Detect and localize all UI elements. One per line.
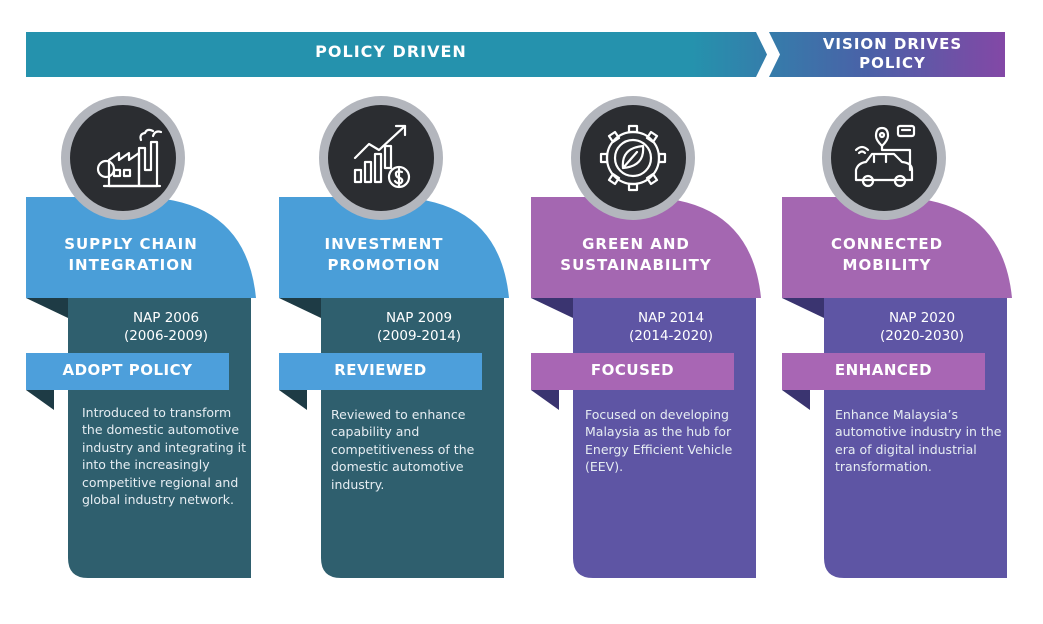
pillar-title-line-1: CONNECTED bbox=[830, 235, 944, 253]
pillar-title-line-2: PROMOTION bbox=[327, 256, 441, 274]
pillar-shape bbox=[279, 96, 509, 578]
pillar-connected: CONNECTED MOBILITY NAP 2020 (2020-2030) … bbox=[782, 0, 1042, 624]
pillar-nap: NAP 2014 bbox=[637, 310, 705, 326]
pillar-investment: INVESTMENT PROMOTION NAP 2009 (2009-2014… bbox=[279, 0, 539, 624]
pillar-years: (2009-2014) bbox=[376, 328, 462, 344]
pillar-nap: NAP 2020 bbox=[888, 310, 956, 326]
pillar-title-line-1: INVESTMENT bbox=[324, 235, 444, 253]
pillar-label: ENHANCED bbox=[834, 361, 933, 379]
pillar-title-line-1: GREEN AND bbox=[582, 235, 690, 253]
growth-chart-icon bbox=[353, 124, 411, 189]
pillar-shape bbox=[531, 96, 761, 578]
policy-driven-label: POLICY DRIVEN bbox=[315, 42, 467, 61]
pillar-label: REVIEWED bbox=[334, 361, 427, 379]
pillar-green: GREEN AND SUSTAINABILITY NAP 2014 (2014-… bbox=[531, 0, 791, 624]
connected-car-icon bbox=[854, 124, 916, 188]
vision-line-2: POLICY bbox=[859, 54, 926, 72]
pillar-description: Introduced to transform the domestic aut… bbox=[82, 405, 246, 508]
vision-line-1: VISION DRIVES bbox=[822, 35, 963, 53]
pillar-years: (2006-2009) bbox=[123, 328, 209, 344]
pillar-label: ADOPT POLICY bbox=[62, 361, 193, 379]
factory-icon bbox=[96, 128, 163, 188]
vision-drives-policy-label: VISION DRIVES POLICY bbox=[780, 35, 1005, 73]
pillar-description: Enhance Malaysia’s automotive industry i… bbox=[835, 407, 1002, 475]
pillar-title-line-2: INTEGRATION bbox=[68, 256, 194, 274]
pillar-supply-chain: SUPPLY CHAIN INTEGRATION NAP 2006 (2006-… bbox=[26, 0, 286, 624]
pillar-description: Reviewed to enhance capability and compe… bbox=[331, 407, 475, 492]
top-banner bbox=[26, 32, 1005, 77]
banner-chevron bbox=[756, 32, 780, 77]
pillar-nap: NAP 2006 bbox=[132, 310, 200, 326]
pillar-title: GREEN AND SUSTAINABILITY bbox=[531, 234, 741, 276]
pillar-shape bbox=[782, 96, 1012, 578]
pillar-title: SUPPLY CHAIN INTEGRATION bbox=[26, 234, 236, 276]
pillar-title-line-2: SUSTAINABILITY bbox=[560, 256, 712, 274]
pillar-title-line-1: SUPPLY CHAIN bbox=[64, 235, 198, 253]
pillar-shape bbox=[26, 96, 256, 578]
gear-leaf-icon bbox=[599, 124, 667, 192]
banner-bar bbox=[26, 32, 1005, 77]
pillar-description: Focused on developing Malaysia as the hu… bbox=[585, 407, 733, 475]
pillar-years: (2020-2030) bbox=[879, 328, 965, 344]
pillar-label: FOCUSED bbox=[590, 361, 675, 379]
pillar-title-line-2: MOBILITY bbox=[842, 256, 932, 274]
pillar-title: INVESTMENT PROMOTION bbox=[279, 234, 489, 276]
pillar-title: CONNECTED MOBILITY bbox=[782, 234, 992, 276]
pillar-nap: NAP 2009 bbox=[385, 310, 453, 326]
pillar-years: (2014-2020) bbox=[628, 328, 714, 344]
